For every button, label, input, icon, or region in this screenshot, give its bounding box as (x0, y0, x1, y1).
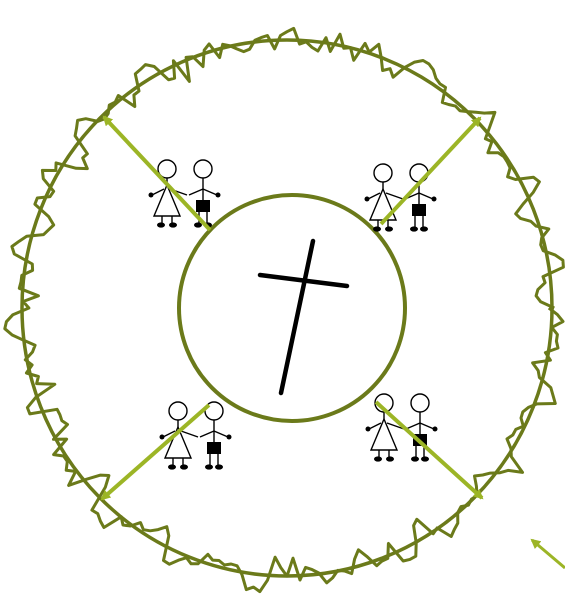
inner-circle (179, 195, 405, 421)
arrow-top-right (381, 118, 480, 224)
couple-top-left-icon (149, 160, 221, 228)
arrow-bottom-left (102, 405, 209, 499)
arrow-corner (532, 540, 565, 568)
couple-bottom-left-icon (160, 402, 232, 470)
